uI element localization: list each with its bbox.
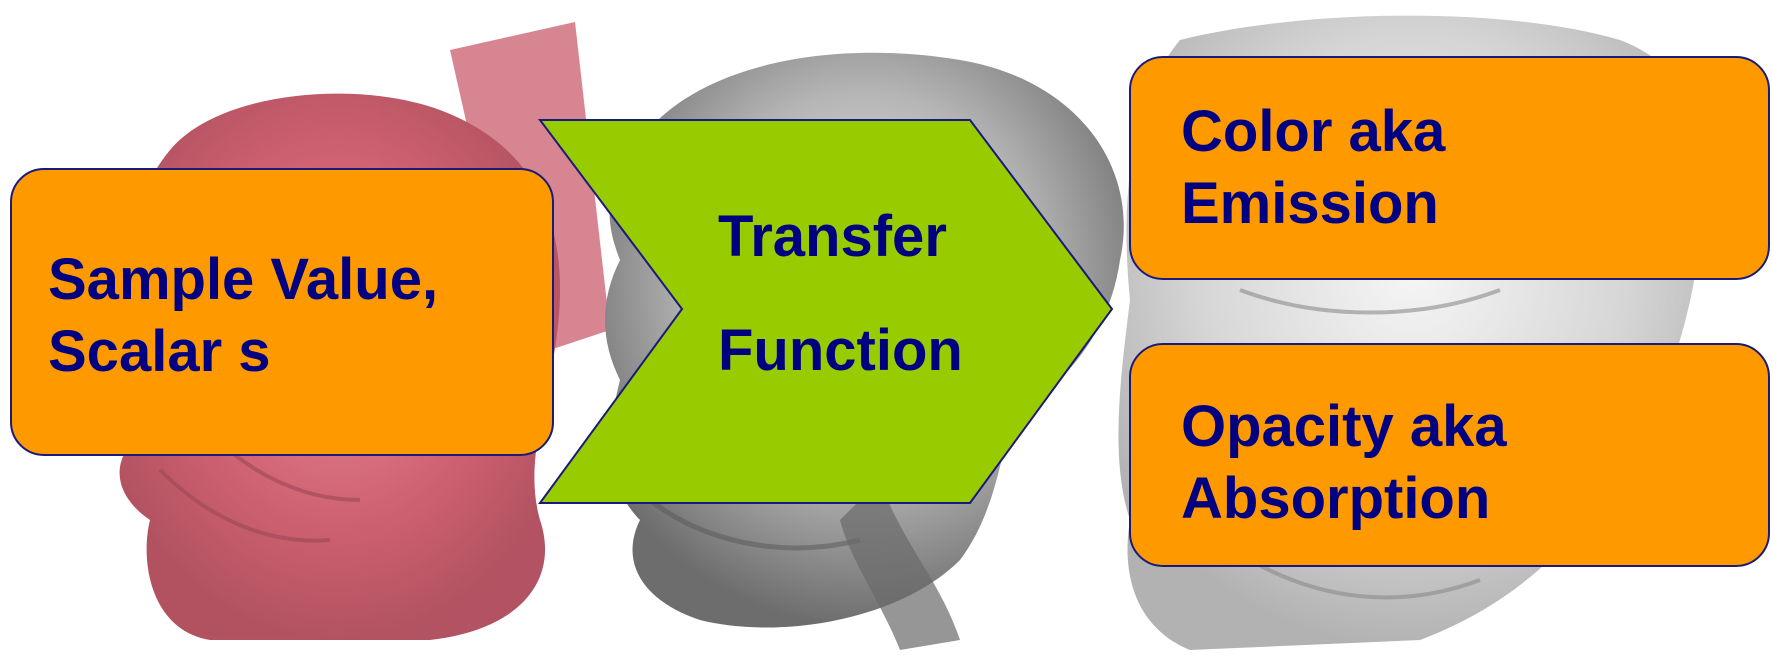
sample-value-box: Sample Value, Scalar s: [10, 168, 554, 456]
color-emission-box: Color aka Emission: [1129, 56, 1770, 280]
transfer-function-line1: Transfer: [718, 204, 947, 269]
transfer-function-line2: Function: [718, 318, 963, 383]
opacity-absorption-line2: Absorption: [1181, 463, 1768, 535]
sample-value-line1: Sample Value,: [48, 244, 552, 316]
color-emission-line2: Emission: [1181, 168, 1768, 240]
color-emission-line1: Color aka: [1181, 96, 1768, 168]
opacity-absorption-line1: Opacity aka: [1181, 391, 1768, 463]
opacity-absorption-box: Opacity aka Absorption: [1129, 343, 1770, 567]
sample-value-line2: Scalar s: [48, 316, 552, 388]
